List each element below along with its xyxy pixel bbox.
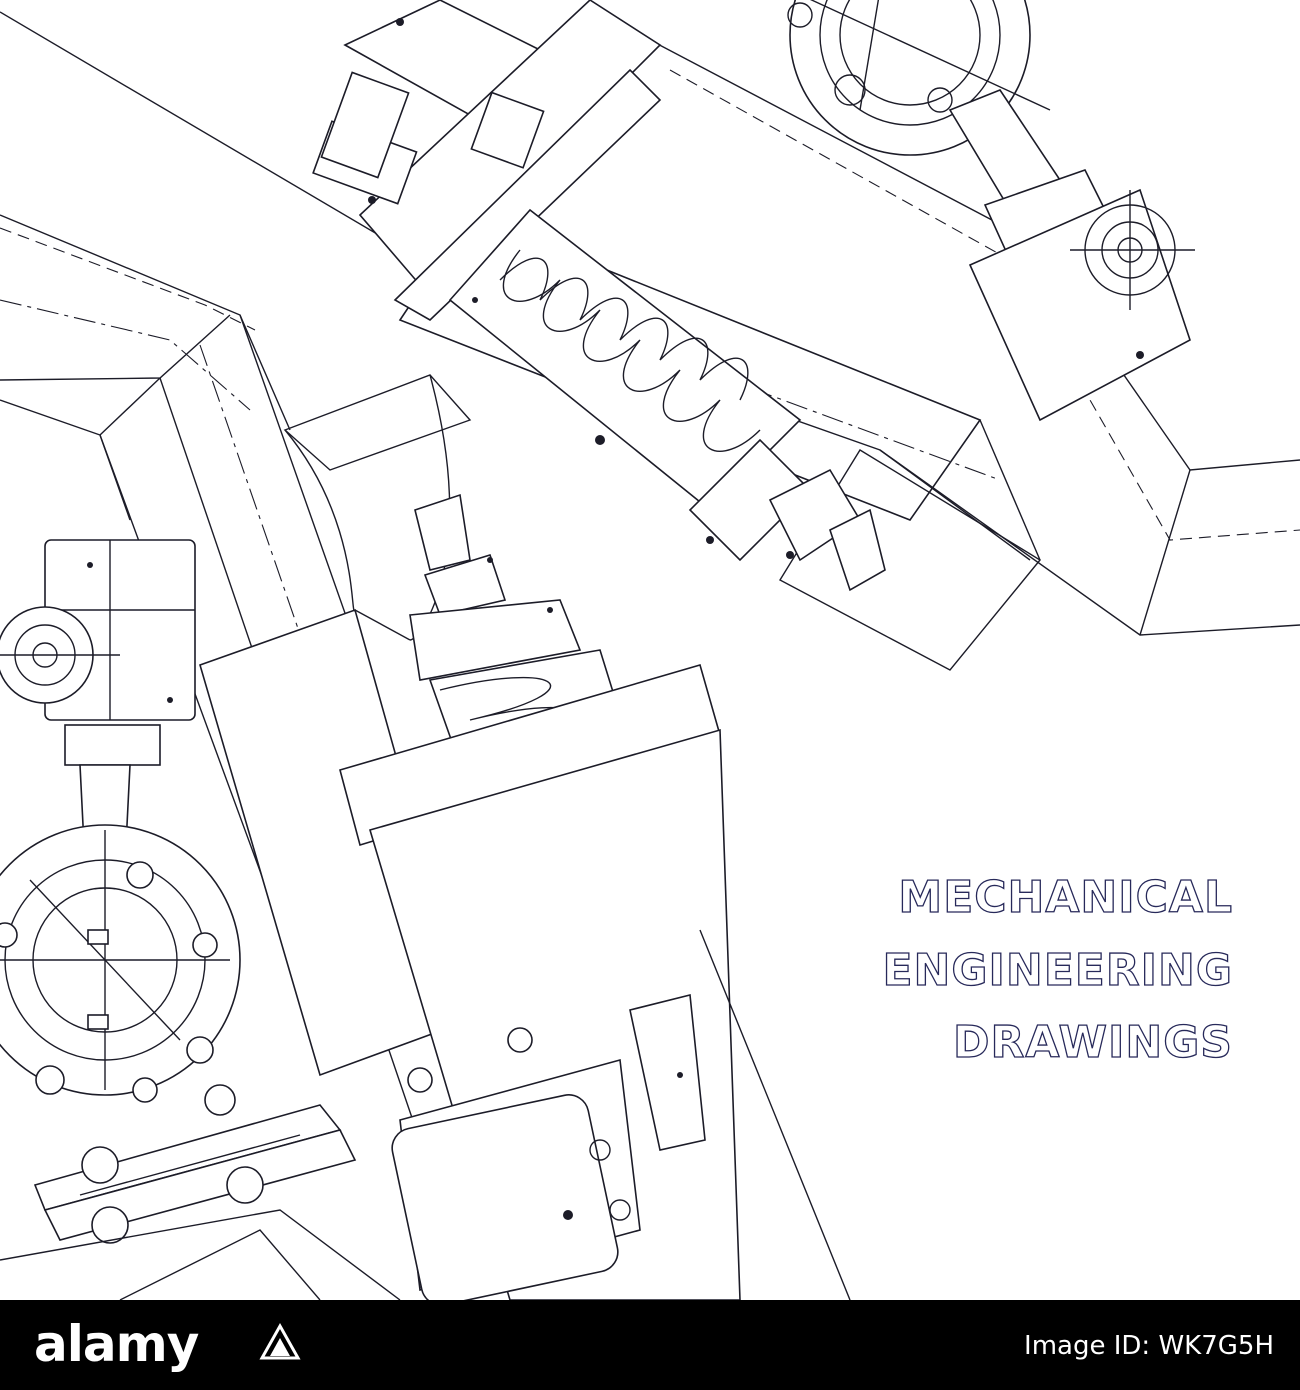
- title-block: MECHANICAL ENGINEERING DRAWINGS: [882, 871, 1234, 1068]
- alamy-logo[interactable]: alamy: [34, 1315, 199, 1373]
- upper-assembly: [312, 0, 1300, 671]
- engineering-drawing: MECHANICAL ENGINEERING DRAWINGS: [0, 0, 1300, 1300]
- lower-assembly: [0, 664, 851, 1300]
- spring-upper: [448, 208, 886, 592]
- image-id-label: Image ID: WK7G5H: [1024, 1331, 1274, 1361]
- title-line-3: DRAWINGS: [953, 1017, 1233, 1068]
- valve-left: [0, 539, 241, 1103]
- footer-bar: alamy Image ID: WK7G5H: [0, 1300, 1300, 1390]
- title-line-2: ENGINEERING: [883, 945, 1234, 996]
- valve-top-right: [787, 0, 1195, 422]
- alamy-logo-icon: [259, 1322, 301, 1360]
- title-line-1: MECHANICAL: [898, 872, 1233, 923]
